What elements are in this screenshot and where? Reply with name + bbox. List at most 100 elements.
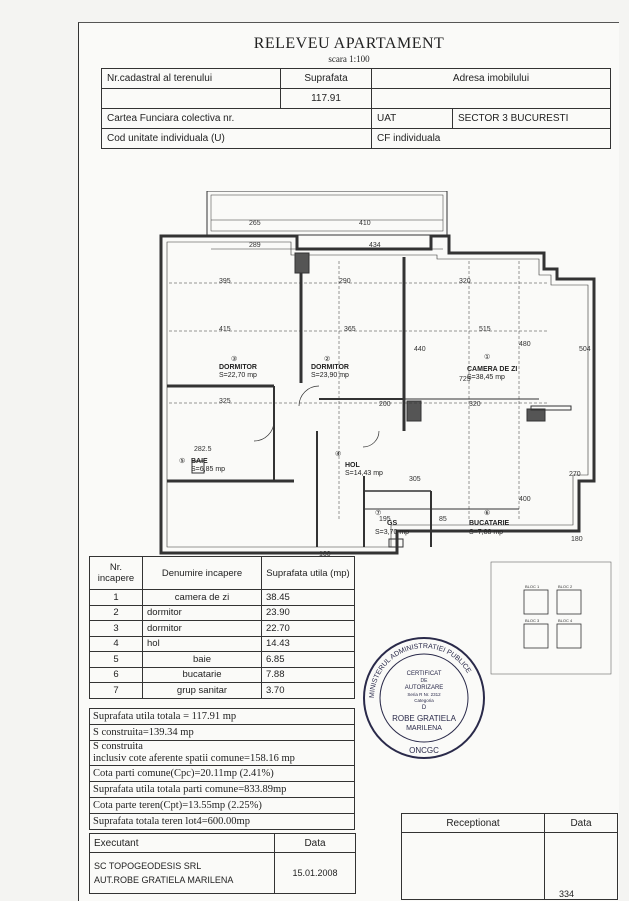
svg-text:282.5: 282.5: [194, 446, 212, 453]
executant-label: Executant: [89, 833, 275, 853]
receptionat-label: Receptionat: [401, 813, 545, 833]
nr-cadastral-value: [101, 88, 281, 109]
col-denumire: Denumire incapere: [142, 556, 262, 590]
summary-line: Cota parti comune(Cpc)=20.11mp (2.41%): [89, 766, 355, 782]
svg-text:305: 305: [409, 476, 421, 483]
adresa-label: Adresa imobilului: [371, 68, 611, 89]
room-4-num: ④: [335, 450, 341, 458]
svg-text:BLOC 4: BLOC 4: [558, 618, 573, 623]
svg-text:320: 320: [459, 278, 471, 285]
svg-text:ROBE GRATIELA: ROBE GRATIELA: [392, 714, 457, 723]
summary-line: S construita=139.34 mp: [89, 725, 355, 741]
receptionat-date-label: Data: [544, 813, 618, 833]
col-nr: Nr. incapere: [89, 556, 143, 590]
svg-text:395: 395: [219, 278, 231, 285]
svg-text:325: 325: [219, 398, 231, 405]
uat-value: SECTOR 3 BUCURESTI: [452, 108, 611, 129]
svg-text:MARILENA: MARILENA: [406, 725, 442, 732]
room-1-area: S=38,45 mp: [467, 374, 505, 381]
uat-label: UAT: [371, 108, 453, 129]
svg-text:Seria R Nr. 2312: Seria R Nr. 2312: [407, 692, 441, 697]
svg-text:320: 320: [469, 401, 481, 408]
svg-text:200: 200: [379, 401, 391, 408]
svg-text:85: 85: [439, 516, 447, 523]
document-sheet: RELEVEU APARTAMENT scara 1:100 Nr.cadast…: [78, 22, 619, 901]
svg-text:AUTORIZARE: AUTORIZARE: [405, 685, 444, 691]
room-7-num: ⑦: [375, 509, 381, 517]
room-5-num: ⑤: [179, 457, 185, 465]
room-3-name: DORMITOR: [219, 364, 257, 371]
svg-text:180: 180: [571, 536, 583, 543]
receptionat-table: Receptionat Data: [401, 813, 618, 900]
room-4-name: HOL: [345, 462, 361, 469]
floor-plan: 265 410 289 434 395 290 320 415 365 515 325 200…: [159, 191, 596, 556]
svg-text:290: 290: [339, 278, 351, 285]
svg-text:DE: DE: [421, 678, 429, 684]
room-7-area: S=3,70 mp: [375, 529, 409, 536]
svg-text:BLOC 2: BLOC 2: [558, 584, 573, 589]
summary-line: Suprafata utila totala = 117.91 mp: [89, 708, 355, 725]
svg-text:BLOC 1: BLOC 1: [525, 584, 540, 589]
svg-text:365: 365: [344, 326, 356, 333]
room-2-area: S=23,90 mp: [311, 372, 349, 379]
col-suprafata: Suprafata utila (mp): [261, 556, 355, 590]
scale-label: scara 1:100: [328, 54, 370, 64]
svg-text:400: 400: [519, 496, 531, 503]
executant-date: 15.01.2008: [274, 852, 356, 894]
svg-text:515: 515: [479, 326, 491, 333]
svg-text:415: 415: [219, 326, 231, 333]
site-plan-thumbnail: BLOC 1 BLOC 2 BLOC 3 BLOC 4: [490, 561, 612, 675]
svg-text:410: 410: [359, 220, 371, 227]
adresa-value: [371, 88, 611, 109]
document-title: RELEVEU APARTAMENT: [253, 35, 445, 52]
svg-text:CERTIFICAT: CERTIFICAT: [407, 671, 442, 677]
suprafata-value: 117.91: [280, 88, 372, 109]
svg-text:160: 160: [319, 551, 331, 556]
svg-text:D: D: [422, 705, 427, 711]
svg-text:265: 265: [249, 220, 261, 227]
room-3-area: S=22,70 mp: [219, 372, 257, 379]
room-5-area: S=6,85 mp: [191, 466, 225, 473]
summary-line: Suprafata utila totala parti comune=833.…: [89, 782, 355, 798]
svg-text:Categoria: Categoria: [414, 698, 434, 703]
svg-text:ONCGC: ONCGC: [409, 746, 439, 755]
room-2-name: DORMITOR: [311, 364, 349, 371]
carte-funciara-label: Cartea Funciara colectiva nr.: [101, 108, 372, 129]
page-number: 334: [559, 889, 575, 899]
executant-table: Executant Data SC TOPOGEODESIS SRL AUT.R…: [89, 833, 356, 894]
summary-line: Cota parte teren(Cpt)=13.55mp (2.25%): [89, 798, 355, 814]
executant-info: SC TOPOGEODESIS SRL AUT.ROBE GRATIELA MA…: [89, 852, 275, 894]
authorization-stamp: MINISTERUL ADMINISTRATIEI PUBLICE CERTIF…: [363, 637, 485, 759]
header-table: Nr.cadastral al terenului Suprafata Adre…: [101, 68, 611, 149]
summary-line: Suprafata totala teren lot4=600.00mp: [89, 814, 355, 830]
svg-text:270: 270: [569, 471, 581, 478]
room-1-name: CAMERA DE ZI: [467, 366, 517, 373]
svg-text:480: 480: [519, 341, 531, 348]
room-4-area: S=14,43 mp: [345, 470, 383, 477]
room-6-name: BUCATARIE: [469, 520, 510, 527]
room-6-area: S=7,88 mp: [469, 529, 503, 536]
room-2-num: ②: [324, 355, 330, 363]
executant-date-label: Data: [274, 833, 356, 853]
svg-text:289: 289: [249, 242, 261, 249]
svg-text:434: 434: [369, 242, 381, 249]
cf-individuala-label: CF individuala: [371, 128, 611, 149]
cod-unitate-label: Cod unitate individuala (U): [101, 128, 372, 149]
summary-block: Suprafata utila totala = 117.91 mp S con…: [89, 708, 355, 830]
room-6-num: ⑥: [484, 509, 490, 517]
svg-text:725: 725: [459, 376, 471, 383]
svg-text:440: 440: [414, 346, 426, 353]
room-3-num: ③: [231, 355, 237, 363]
suprafata-label: Suprafata: [280, 68, 372, 89]
rooms-table: Nr. incapere Denumire incapere Suprafata…: [89, 556, 355, 699]
room-7-name: GS: [387, 520, 397, 527]
room-5-name: BAIE: [191, 458, 208, 465]
svg-text:504: 504: [579, 346, 591, 353]
